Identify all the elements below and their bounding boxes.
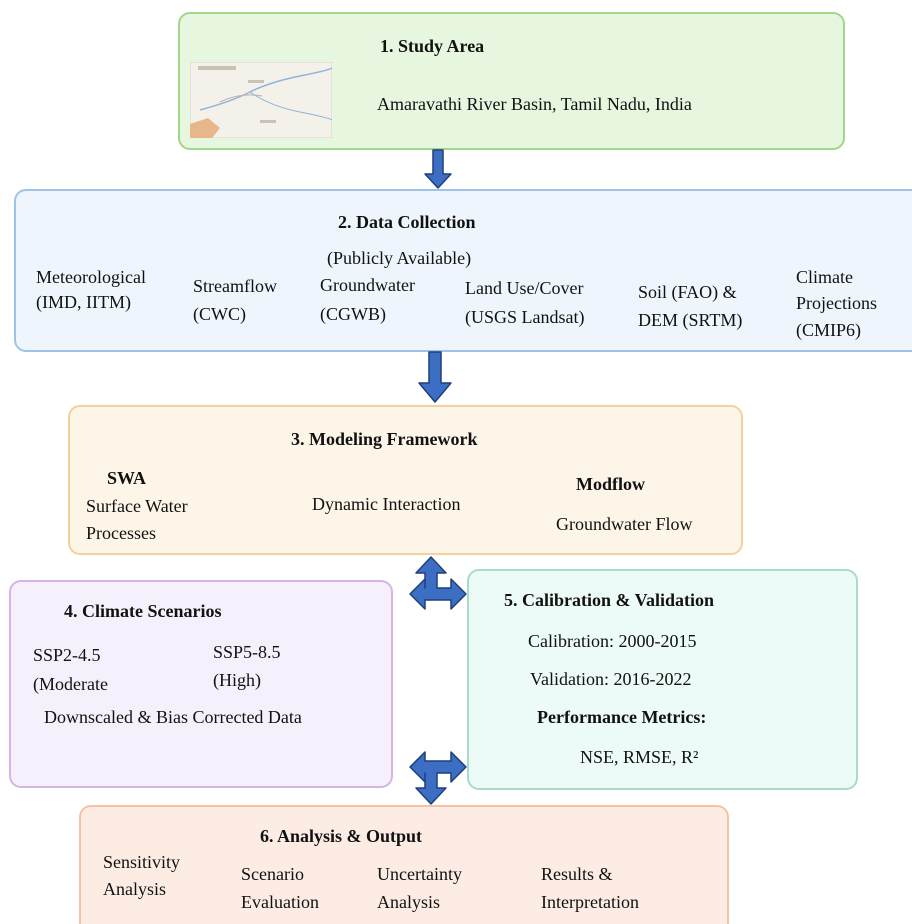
modflow-title: Modflow — [576, 474, 645, 494]
data-item-land-use-line1: Land Use/Cover — [465, 278, 584, 298]
data-item-meteorological-line1: Meteorological — [36, 267, 146, 287]
data-item-groundwater-line2: (CGWB) — [320, 304, 386, 324]
downscaled-note: Downscaled & Bias Corrected Data — [44, 707, 302, 727]
analysis-item-sensitivity-line2: Analysis — [103, 879, 166, 899]
data-item-streamflow-line1: Streamflow — [193, 276, 277, 296]
ssp585-desc: (High) — [213, 670, 261, 690]
calibration-period: Calibration: 2000-2015 — [528, 631, 697, 651]
down-arrow-1-2 — [424, 149, 452, 189]
study-area-map-image — [190, 62, 332, 138]
dynamic-interaction-label: Dynamic Interaction — [312, 494, 461, 514]
study-area-title: 1. Study Area — [380, 36, 485, 56]
analysis-item-sensitivity-line1: Sensitivity — [103, 852, 181, 872]
analysis-item-uncertainty-line1: Uncertainty — [377, 864, 462, 884]
performance-metrics-title: Performance Metrics: — [537, 707, 707, 727]
analysis-item-results-line2: Interpretation — [541, 892, 639, 912]
swa-title: SWA — [107, 468, 147, 488]
data-item-meteorological-line2: (IMD, IITM) — [36, 292, 131, 312]
bidirectional-arrow-analysis — [409, 751, 467, 805]
validation-period: Validation: 2016-2022 — [530, 669, 692, 689]
swa-desc-line1: Surface Water — [86, 496, 188, 516]
calibration-validation-title: 5. Calibration & Validation — [504, 590, 715, 610]
ssp245-desc: (Moderate — [33, 674, 108, 694]
analysis-item-results-line1: Results & — [541, 864, 613, 884]
data-item-land-use-line2: (USGS Landsat) — [465, 307, 585, 327]
climate-scenarios-box — [9, 580, 393, 788]
swa-desc-line2: Processes — [86, 523, 156, 543]
data-collection-box — [14, 189, 912, 352]
data-item-climate-line3: (CMIP6) — [796, 320, 862, 340]
data-collection-subtitle: (Publicly Available) — [327, 248, 472, 268]
bidirectional-arrow-modeling — [409, 556, 467, 610]
analysis-output-box — [79, 805, 729, 924]
performance-metrics: NSE, RMSE, R² — [580, 747, 699, 767]
analysis-item-scenario-line2: Evaluation — [241, 892, 319, 912]
data-collection-title: 2. Data Collection — [338, 212, 476, 232]
climate-scenarios-title: 4. Climate Scenarios — [64, 601, 222, 621]
modeling-framework-title: 3. Modeling Framework — [291, 429, 478, 449]
data-item-climate-line1: Climate — [796, 267, 853, 287]
calibration-validation-box — [467, 569, 858, 790]
down-arrow-2-3 — [418, 351, 452, 403]
ssp245-label: SSP2-4.5 — [33, 645, 101, 665]
ssp585-label: SSP5-8.5 — [213, 642, 281, 662]
data-item-soil-dem-line1: Soil (FAO) & — [638, 282, 737, 302]
analysis-output-title: 6. Analysis & Output — [260, 826, 423, 846]
analysis-item-uncertainty-line2: Analysis — [377, 892, 440, 912]
data-item-climate-line2: Projections — [796, 293, 877, 313]
data-item-soil-dem-line2: DEM (SRTM) — [638, 310, 743, 330]
modflow-desc: Groundwater Flow — [556, 514, 693, 534]
data-item-groundwater-line1: Groundwater — [320, 275, 415, 295]
study-area-location: Amaravathi River Basin, Tamil Nadu, Indi… — [377, 94, 692, 114]
analysis-item-scenario-line1: Scenario — [241, 864, 304, 884]
modeling-framework-box — [68, 405, 743, 555]
data-item-streamflow-line2: (CWC) — [193, 304, 246, 324]
